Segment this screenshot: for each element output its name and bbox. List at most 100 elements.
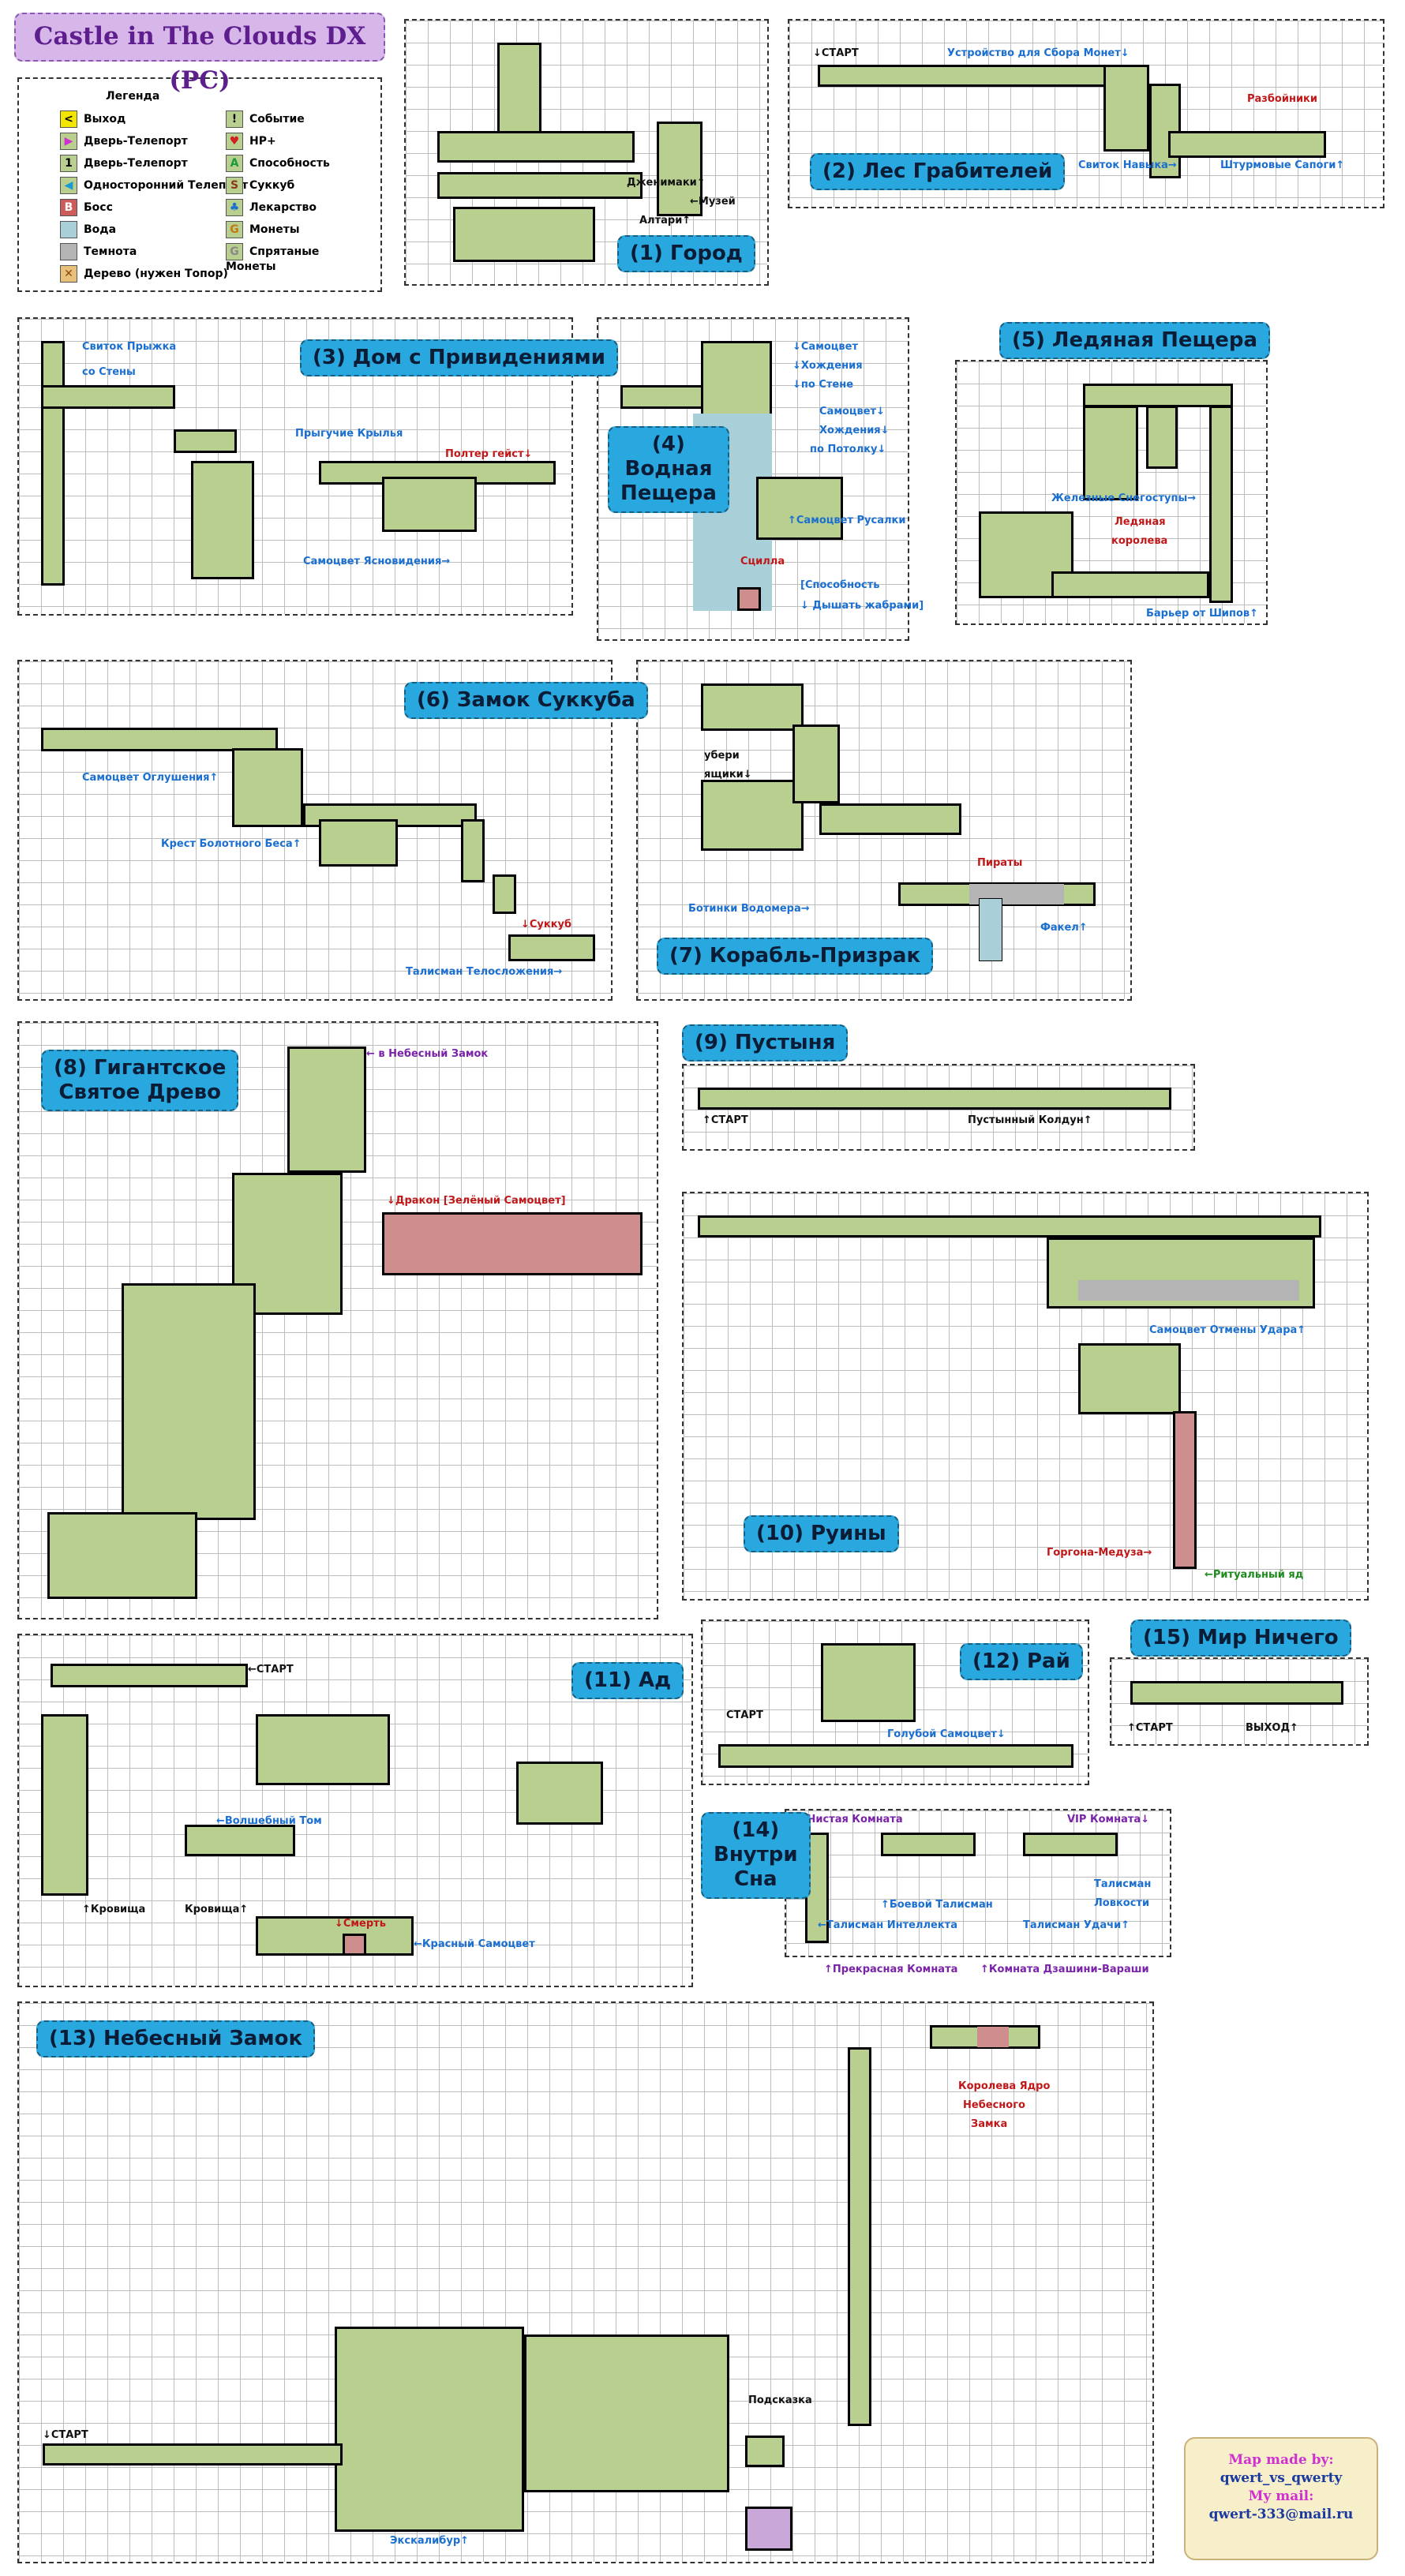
map-label: по Потолку↓ <box>810 444 886 455</box>
map-label: ←Талисман Интеллекта <box>818 1919 957 1931</box>
darkness-icon <box>60 243 77 260</box>
floor-area <box>508 934 595 961</box>
map-label: Подсказка <box>748 2394 812 2406</box>
floor-area <box>821 1643 916 1722</box>
floor-area <box>792 724 840 803</box>
water-icon <box>60 221 77 238</box>
map-label: Самоцвет Оглушения↑ <box>82 772 219 784</box>
floor-area <box>745 2436 785 2467</box>
map-label: ↓Чистая Комната <box>799 1814 903 1825</box>
map-label: Самоцвет↓ <box>819 406 885 417</box>
legend-event: !Событие <box>226 110 305 128</box>
floor-area <box>1130 1681 1343 1705</box>
floor-area <box>461 819 485 882</box>
floor-area <box>657 122 702 216</box>
hidden-coins-icon: G <box>226 243 243 260</box>
map-label: Пустынный Колдун↑ <box>968 1114 1092 1126</box>
map-label: Факел↑ <box>1040 922 1088 934</box>
door-teleport-icon: ▶ <box>60 133 77 150</box>
floor-area <box>698 1215 1321 1237</box>
floor-area <box>287 1046 366 1173</box>
map-ice-cave: Железные Снегоступы→ Ледяная королева Ба… <box>955 360 1268 625</box>
map-label: ящики↓ <box>704 769 752 781</box>
map-title: (10) Руины <box>744 1515 899 1553</box>
legend-caption: Легенда <box>106 90 160 103</box>
map-label: Железные Снегоступы→ <box>1051 492 1197 504</box>
floor-area <box>524 2334 729 2492</box>
map-hell: ←СТАРТ ←Волшебный Том ↑Кровища Кровища↑ … <box>17 1634 693 1987</box>
map-label: Голубой Самоцвет↓ <box>887 1728 1006 1740</box>
map-label: ↓Смерть <box>335 1918 386 1930</box>
map-ghost-ship: убери ящики↓ Пираты Ботинки Водомера→ Фа… <box>636 660 1132 1001</box>
map-title-desert: (9) Пустыня <box>682 1024 849 1062</box>
map-label: ←Красный Самоцвет <box>414 1938 535 1950</box>
map-world-of-nothing: ↑СТАРТ ВЫХОД↑ <box>1110 1657 1369 1746</box>
map-label: Крест Болотного Беса↑ <box>161 838 302 850</box>
map-label: Свиток Прыжка <box>82 341 177 353</box>
map-title: (8) Гигантское Святое Древо <box>41 1050 239 1112</box>
map-label: ↓Хождения <box>792 360 863 372</box>
coins-icon: G <box>226 221 243 238</box>
map-label: Замка <box>971 2118 1008 2130</box>
credit-email: qwert-333@mail.ru <box>1208 2506 1354 2522</box>
floor-area <box>516 1762 603 1825</box>
boss-cell <box>977 2027 1009 2047</box>
floor-area <box>1103 65 1149 152</box>
map-haunted-house: Свиток Прыжка со Стены Прыгучие Крылья П… <box>17 317 618 616</box>
floor-area <box>1168 131 1326 158</box>
map-title-ice-cave: (5) Ледяная Пещера <box>999 322 1271 360</box>
map-label: ↑Кровища <box>82 1904 146 1915</box>
map-label: Ловкости <box>1094 1897 1150 1909</box>
floor-area <box>41 728 278 751</box>
floor-area <box>1146 406 1178 469</box>
map-succubus-castle: Самоцвет Оглушения↑ Крест Болотного Беса… <box>17 660 648 1001</box>
tree-axe-icon: ✕ <box>60 265 77 283</box>
map-city: Дженимаки↑ ←Музей Алтари↑ (1) Город <box>404 19 769 286</box>
exit-icon: < <box>60 110 77 128</box>
map-title: (6) Замок Суккуба <box>404 682 648 720</box>
legend-oneway: ◀Односторонний Телепорт <box>60 177 248 194</box>
credit-author: qwert_vs_qwerty <box>1220 2469 1343 2486</box>
map-label: СТАРТ <box>726 1709 763 1721</box>
map-label: Штурмовые Сапоги↑ <box>1220 159 1345 171</box>
map-title: (12) Рай <box>960 1643 1083 1681</box>
map-label: Талисман <box>1094 1878 1152 1890</box>
floor-area <box>453 207 595 262</box>
boss-area <box>382 1212 643 1275</box>
map-label: Королева Ядро <box>958 2080 1051 2092</box>
map-label: ←Ритуальный яд <box>1205 1569 1304 1581</box>
legend-dark: Темнота <box>60 243 137 260</box>
credit-scroll: Map made by: qwert_vs_qwerty My mail: qw… <box>1184 2437 1378 2560</box>
map-inside-dream: ↓Чистая Комната VIP Комната↓ ↑Боевой Тал… <box>785 1809 1171 1957</box>
credit-line: My mail: <box>1248 2488 1314 2504</box>
map-label: Прыгучие Крылья <box>295 428 403 440</box>
map-label: королева <box>1111 535 1168 547</box>
map-label: Хождения↓ <box>819 425 890 436</box>
boss-cell <box>737 587 761 611</box>
map-title: (4) Водная Пещера <box>608 426 729 513</box>
map-label: ↓Суккуб <box>521 919 572 930</box>
floor-area <box>256 1916 414 1956</box>
floor-area <box>1051 571 1209 598</box>
boss-icon: B <box>60 199 77 216</box>
map-ruins: Самоцвет Отмены Удара↑ Горгона-Медуза→ ←… <box>682 1192 1369 1601</box>
floor-area <box>818 65 1126 87</box>
floor-area <box>1209 406 1233 603</box>
floor-area <box>848 2047 871 2426</box>
floor-area <box>41 341 65 586</box>
map-label: ↓ Дышать жабрами] <box>800 600 924 612</box>
floor-area <box>819 803 961 835</box>
credit-line: Map made by: <box>1228 2452 1334 2468</box>
legend-exit: <Выход <box>60 110 126 128</box>
floor-area <box>701 780 804 851</box>
oneway-teleport-icon: ◀ <box>60 177 77 194</box>
map-title: (11) Ад <box>571 1662 684 1700</box>
map-label: [Способность <box>800 579 880 591</box>
map-label: Небесного <box>963 2099 1025 2111</box>
floor-area <box>979 511 1073 598</box>
